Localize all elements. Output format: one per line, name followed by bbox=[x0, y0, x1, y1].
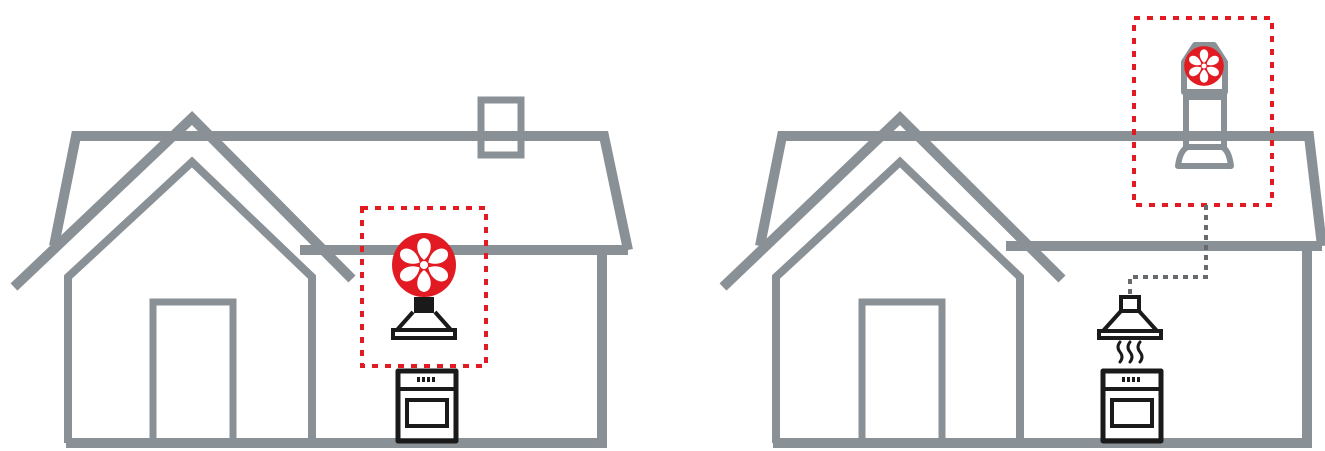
right-panel bbox=[723, 18, 1322, 443]
door-right bbox=[862, 302, 942, 443]
roof-right bbox=[760, 136, 1322, 246]
roof-left bbox=[54, 136, 628, 250]
steam-icon bbox=[1118, 342, 1142, 362]
stove-icon-left bbox=[398, 371, 456, 441]
range-hood-icon-left bbox=[393, 312, 455, 338]
door-left bbox=[153, 302, 233, 443]
house-outline-left bbox=[14, 100, 628, 443]
fan-connector-left bbox=[414, 297, 434, 313]
range-hood-icon-right bbox=[1099, 297, 1161, 338]
roof-vent-fan-icon bbox=[1178, 45, 1231, 166]
chimney-left bbox=[481, 100, 521, 155]
stove-icon-right bbox=[1103, 371, 1161, 441]
fan-icon-right bbox=[1184, 46, 1224, 86]
fan-icon-left bbox=[392, 233, 456, 297]
left-panel bbox=[14, 100, 628, 443]
gable-outer-right bbox=[723, 118, 1062, 287]
